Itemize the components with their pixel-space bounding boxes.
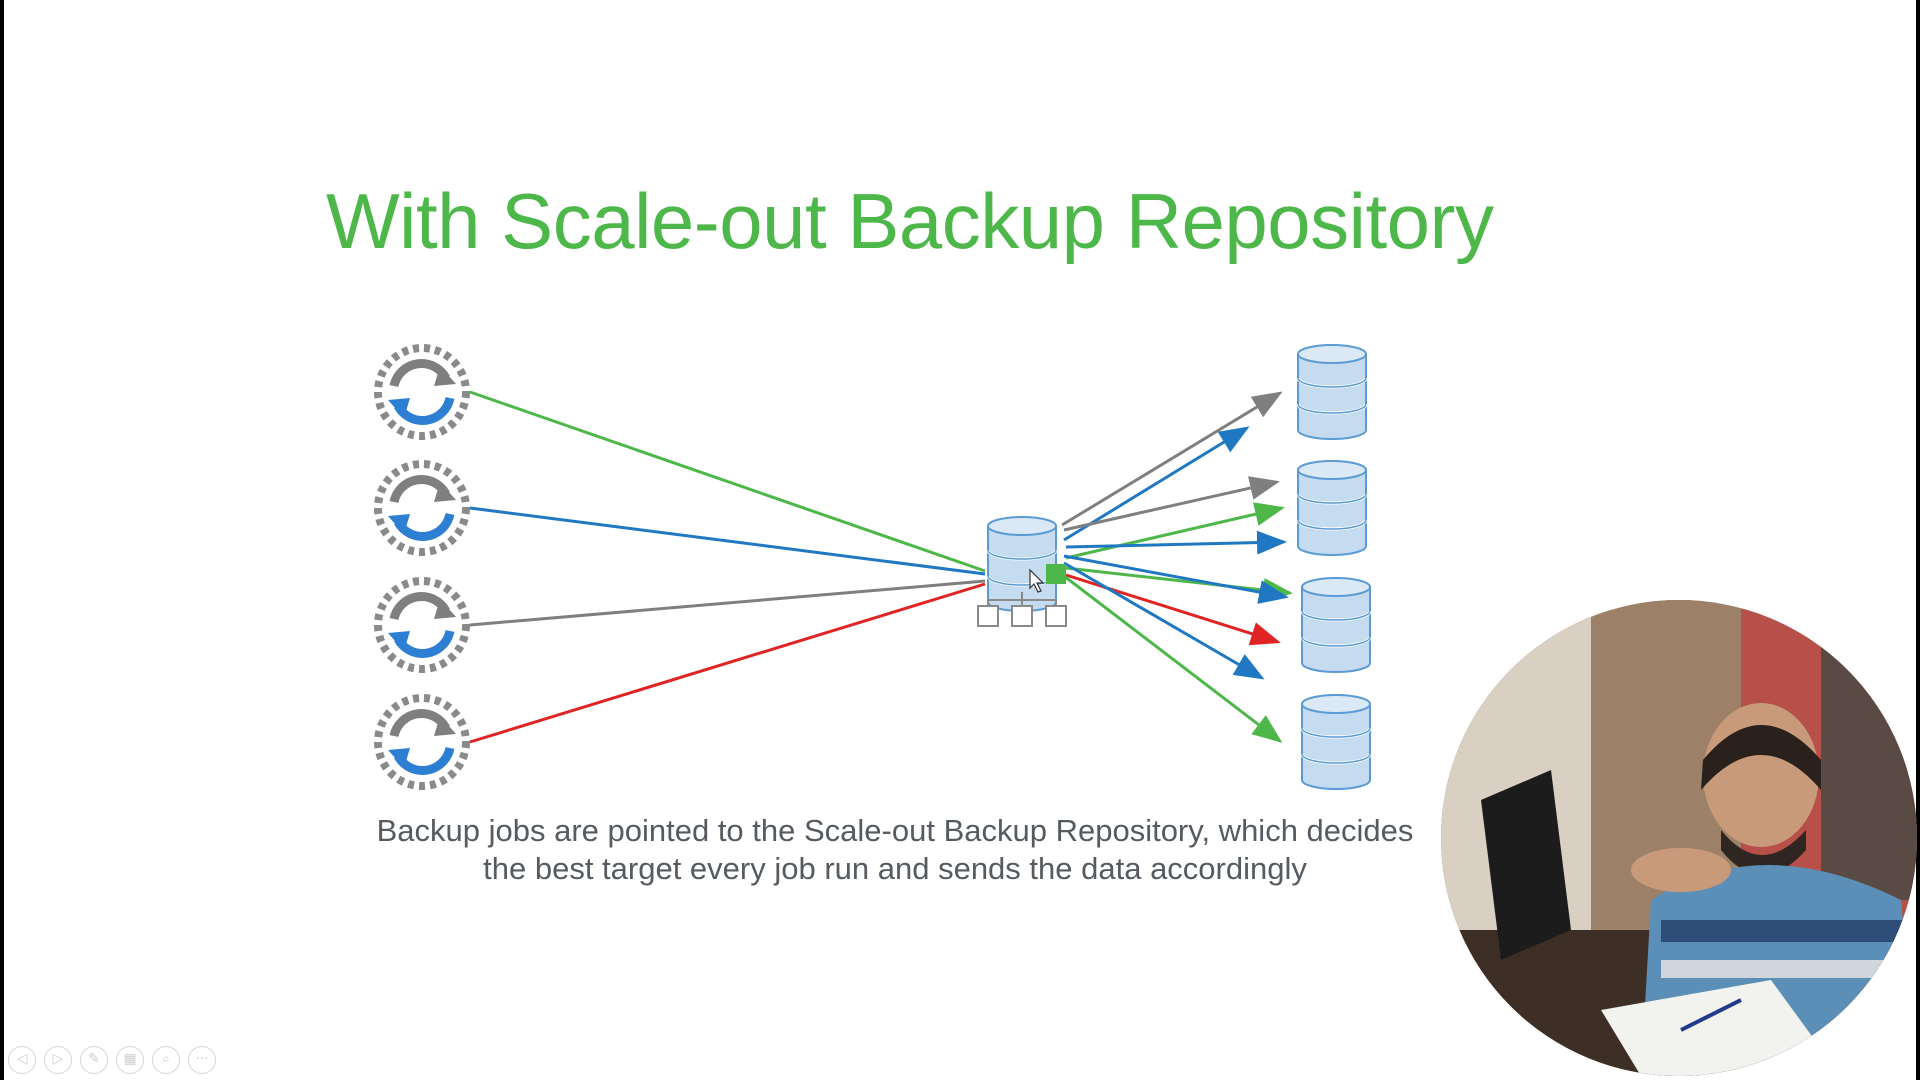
extent-1 — [1296, 343, 1368, 441]
hub-arrow-green-1 — [1065, 502, 1285, 560]
slide-caption: Backup jobs are pointed to the Scale-out… — [360, 812, 1430, 888]
hub-arrow-blue-1 — [1063, 426, 1250, 542]
backup-job-4 — [378, 698, 466, 786]
next-slide-button[interactable]: ▷ — [44, 1046, 72, 1074]
hub-arrow-blue-2 — [1065, 530, 1287, 555]
right-frame-border — [1916, 0, 1920, 1080]
slideshow-toolbar: ◁ ▷ ✎ ▦ ⌕ ··· — [8, 1046, 216, 1076]
zoom-button[interactable]: ⌕ — [152, 1046, 180, 1074]
job-4-to-hub-line — [469, 582, 986, 744]
extent-3 — [1300, 576, 1372, 674]
pen-icon: ✎ — [88, 1051, 100, 1067]
hub-arrow-green-2 — [1065, 566, 1293, 602]
hub-arrow-red-1 — [1065, 573, 1281, 646]
job-2-to-hub-line — [469, 506, 986, 576]
hub-arrow-blue-4 — [1063, 561, 1265, 680]
presenter-video-icon — [1441, 600, 1917, 1076]
mouse-cursor-icon — [1029, 568, 1045, 593]
hub-arrow-green-3 — [1063, 574, 1283, 743]
job-1-to-hub-line — [469, 390, 986, 573]
left-frame-border — [0, 0, 4, 1080]
previous-slide-button[interactable]: ◁ — [8, 1046, 36, 1074]
database-icon — [1300, 693, 1372, 791]
refresh-cycle-icon — [378, 581, 466, 669]
pen-tool-button[interactable]: ✎ — [80, 1046, 108, 1074]
see-all-slides-button[interactable]: ▦ — [116, 1046, 144, 1074]
job-3-to-hub-line — [469, 579, 986, 627]
caption-line-2: the best target every job run and sends … — [483, 851, 1307, 886]
backup-job-2 — [378, 464, 466, 552]
hub-arrow-gray-1 — [1061, 391, 1283, 527]
extent-2 — [1296, 459, 1368, 557]
arrow-left-icon: ◁ — [16, 1051, 28, 1067]
extent-tree-icon — [977, 592, 1067, 627]
caption-line-1: Backup jobs are pointed to the Scale-out… — [376, 813, 1414, 848]
hub-arrow-blue-3 — [1063, 554, 1289, 604]
refresh-cycle-icon — [378, 464, 466, 552]
backup-job-1 — [378, 348, 466, 436]
ellipsis-icon: ··· — [195, 1051, 209, 1067]
more-options-button[interactable]: ··· — [188, 1046, 216, 1074]
magnifier-icon: ⌕ — [162, 1051, 170, 1067]
selected-green-square — [1046, 564, 1066, 584]
refresh-cycle-icon — [378, 698, 466, 786]
slide-title: With Scale-out Backup Repository — [326, 177, 1494, 265]
database-icon — [1296, 343, 1368, 441]
database-icon — [1296, 459, 1368, 557]
extent-4 — [1300, 693, 1372, 791]
arrow-right-icon: ▷ — [52, 1051, 64, 1067]
refresh-cycle-icon — [378, 348, 466, 436]
hub-arrow-gray-2 — [1063, 476, 1280, 532]
presenter-webcam — [1441, 600, 1917, 1076]
scale-out-repository-hub — [977, 515, 1067, 627]
backup-job-3 — [378, 581, 466, 669]
database-icon — [1300, 576, 1372, 674]
grid-icon: ▦ — [123, 1051, 137, 1067]
